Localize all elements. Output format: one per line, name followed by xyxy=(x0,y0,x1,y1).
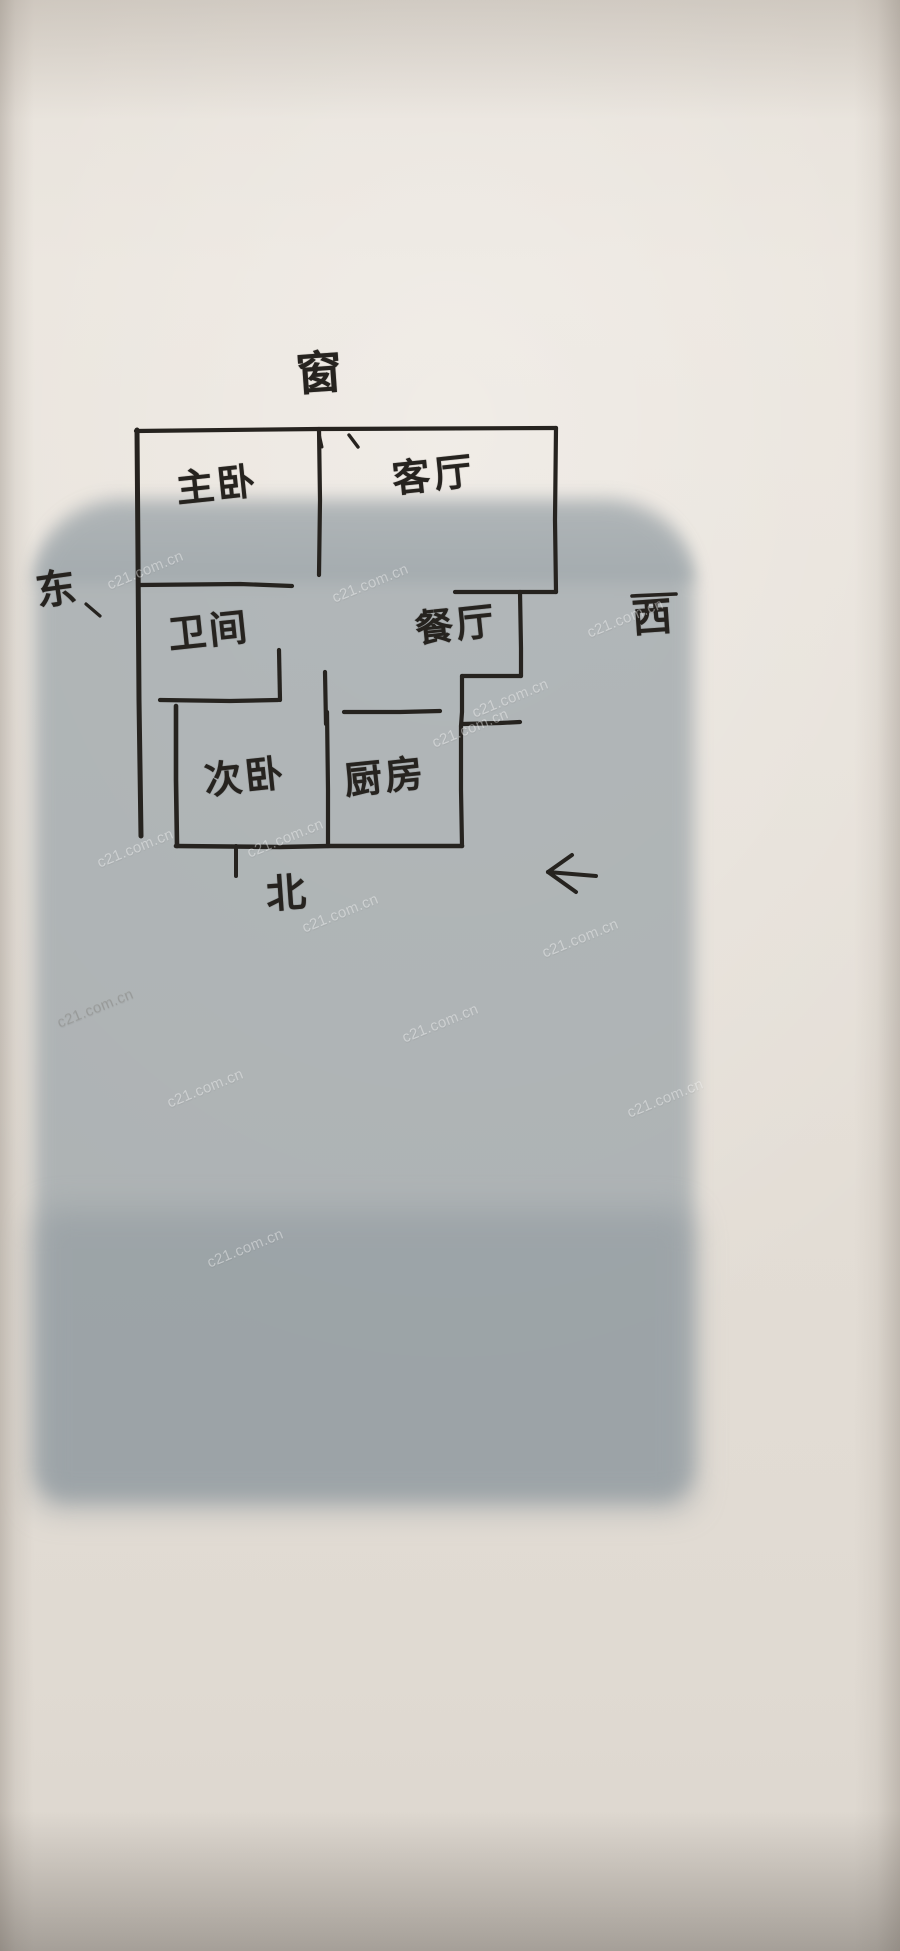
wall-bath-bottom xyxy=(157,697,281,704)
paper-edge-right xyxy=(854,0,900,1951)
label-living-room: 客厅 xyxy=(389,448,479,502)
label-window: 窗 xyxy=(294,344,345,402)
label-second-bedroom: 次卧 xyxy=(201,750,289,804)
wall-bed2-left xyxy=(173,703,180,849)
wall-dining-right xyxy=(517,589,524,679)
wall-kitchen-top xyxy=(341,708,443,715)
label-kitchen: 厨房 xyxy=(341,750,429,804)
paper-edge-bottom xyxy=(0,1811,900,1951)
label-compass-west: 西 xyxy=(630,593,674,643)
west-overline xyxy=(630,592,678,598)
wall-entry-lintel xyxy=(459,719,523,727)
cast-shadow-lower xyxy=(34,1210,694,1510)
wall-left xyxy=(134,427,144,839)
paper-edge-top xyxy=(0,0,900,120)
label-compass-north: 北 xyxy=(264,869,308,919)
entrance-arrow xyxy=(546,853,598,894)
wall-living-right xyxy=(552,425,559,595)
wall-dining-left-step xyxy=(458,673,465,729)
wall-bath-right xyxy=(276,647,283,703)
wall-bed2-kitchen xyxy=(324,709,331,849)
label-dining-room: 餐厅 xyxy=(412,598,500,652)
wall-top xyxy=(133,425,559,434)
east-tick xyxy=(84,602,102,618)
label-master-bedroom: 主卧 xyxy=(173,458,261,512)
paper-edge-left xyxy=(0,0,34,1951)
wall-bottom xyxy=(173,843,465,850)
wall-master-bottom xyxy=(136,581,295,589)
wall-kitchen-right xyxy=(458,723,465,849)
label-compass-east: 东 xyxy=(32,564,80,616)
wall-master-living xyxy=(316,426,323,578)
door-tick-top xyxy=(316,427,324,449)
label-bathroom: 卫间 xyxy=(165,604,253,658)
window-tick xyxy=(347,433,360,449)
